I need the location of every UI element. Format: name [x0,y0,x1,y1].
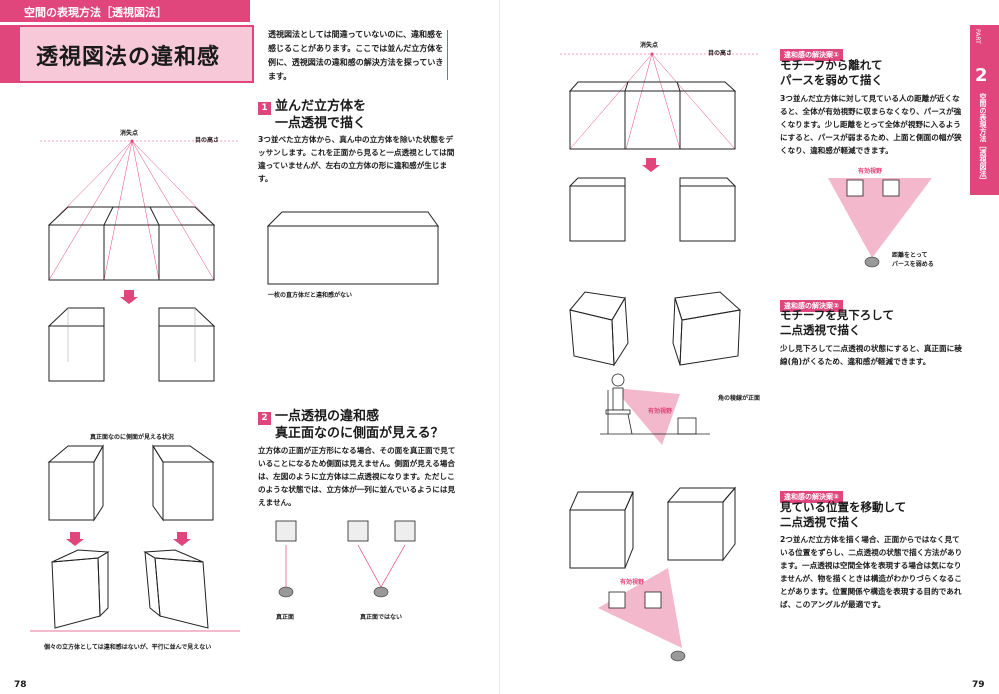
distance-note-line1: 距離をとって [892,252,928,259]
solution-3-title-line1: 見ている位置を移動して [780,500,907,514]
eye-level-label: 目の高さ [195,137,220,144]
two-point-cubes-figure [30,444,240,632]
solution-1-body: 3つ並んだ立方体に対して見ている人の距離が近くなると、全体が有効視野に収まらなく… [780,94,962,155]
section-2-title-line2: 真正面なのに側面が見える？ [275,426,444,441]
section-1-title-line2: 一点透視で描く [275,116,367,131]
seated-viewer-figure [600,373,710,445]
page-title: 透視図法の違和感 [36,45,221,70]
title-accent-bar [2,27,20,81]
label-front: 真正面 [276,614,295,621]
vanishing-point-label: 消失点 [120,130,139,137]
solution-2-title-line2: 二点透視で描く [780,323,861,337]
title-box: 透視図法の違和感 [0,25,254,83]
effective-view-cone-2 [614,388,680,445]
section-2-body: 立方体の正面が正方形になる場合、その面を真正面で見ていることになるため側面は見え… [258,446,456,507]
down-arrow-2 [66,532,84,546]
three-cubes [47,206,216,281]
page-gutter [499,0,500,694]
effective-view-cone-1 [828,178,932,258]
distance-view-diagram [828,178,932,268]
section-2-number: 2 [258,412,271,425]
section-1-title-line1: 並んだ立方体を [275,99,367,114]
moved-viewpoint-figure [569,486,737,662]
vanishing-point-label-right: 消失点 [640,42,659,49]
part-tab: PART 2 空間の表現方法［透視図法］ [970,25,999,195]
part-chapter: 空間の表現方法［透視図法］ [979,93,987,184]
two-cubes-separated [47,307,216,382]
effective-view-label-3: 有効視野 [620,579,645,586]
label-not-front: 真正面ではない [360,614,403,621]
effective-view-cone-3 [598,568,682,648]
part-label: PART [974,29,981,44]
long-box-figure [266,211,439,285]
section-1-number: 1 [258,102,271,115]
section-tab: 空間の表現方法［透視図法］ [0,0,250,22]
solution-3-badge: 違和感の解決案③ [780,484,843,503]
viewer-icon-bottom [670,650,686,662]
solution-3-body: 2つ並んだ立方体を描く場合、正面からではなく見ている位置をずらし、二点透視の状態… [780,535,963,609]
solution-2-badge: 違和感の解決案② [780,293,843,312]
right-perspective-figures [560,52,760,367]
viewer-icon-distance [864,256,880,268]
eye-level-label-right: 目の高さ [708,50,733,57]
viewer-icon-front [278,586,294,598]
corner-front-label: 角の稜線が正面 [718,395,761,402]
one-point-perspective-figure [40,139,240,382]
solution-2-body: 少し見下ろして二点透視の状態にすると、真正面に稜線(角)がくるため、違和感が軽減… [780,344,962,366]
down-arrow-3 [173,532,191,546]
solution-2-title-line1: モチーフを見下ろして [780,308,894,322]
section-2-heading: 2 一点透視の違和感 真正面なのに側面が見える？ [258,408,468,442]
section-1-body: 3つ並べた立方体から、真ん中の立方体を除いた状態をデッサンします。これを正面から… [258,135,455,183]
solution-1-badge: 違和感の解決案① [780,42,843,61]
perspective-lines [48,140,215,281]
effective-view-label-1: 有効視野 [858,168,883,175]
bottom-caption: 個々の立方体としては違和感はないが、平行に並んで見えない [44,644,212,651]
intro-bracket [258,30,448,80]
side-visible-label: 真正面なのに側面が見える状況 [90,434,174,441]
distance-note-line2: パースを弱める [892,261,934,268]
page-number-left: 78 [14,680,27,690]
solution-1-title-line2: パースを弱めて描く [780,73,883,87]
down-arrow-1 [120,290,138,304]
section-2-title-line1: 一点透視の違和感 [275,409,380,424]
viewer-icon-offset [373,586,389,598]
solution-3-title-line2: 二点透視で描く [780,515,861,529]
intro-text: 透視図法としては間違っていないのに、違和感を感じることがあります。ここでは並んだ… [268,30,444,81]
solution-1-title-line1: モチーフから離れて [780,58,883,72]
part-number: 2 [975,65,988,86]
page-number-right: 79 [972,680,985,690]
long-box-caption: 一枚の直方体だと違和感がない [268,292,353,299]
viewing-angle-diagram [275,520,416,598]
effective-view-label-2: 有効視野 [648,408,673,415]
section-1-heading: 1 並んだ立方体を 一点透視で描く [258,98,458,132]
